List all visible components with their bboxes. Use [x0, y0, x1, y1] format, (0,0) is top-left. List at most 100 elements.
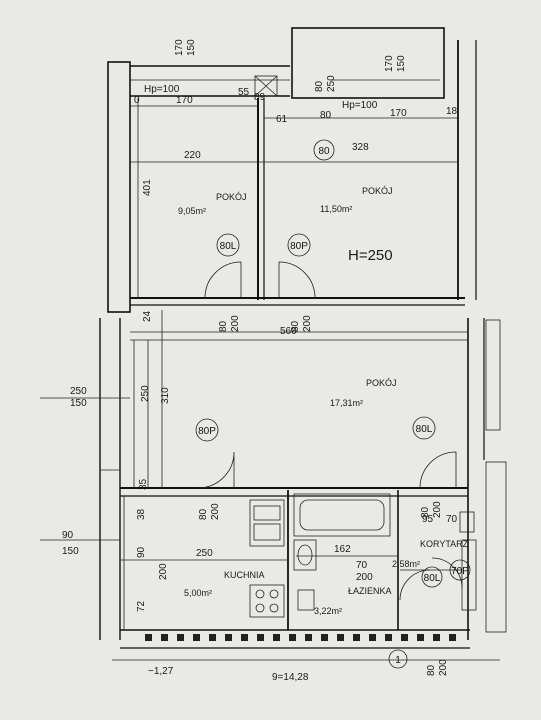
dim-top-170-a: 170 [174, 39, 185, 56]
hatch-mark [337, 634, 344, 641]
dim-200-c: 200 [210, 503, 221, 520]
room-area-pokoj-right: 11,50m² [320, 204, 352, 214]
dim-200-a: 200 [230, 315, 241, 332]
door-label-3: 80P [198, 426, 216, 437]
dim-200-e: 200 [158, 563, 169, 580]
dim-top-80: 80 [314, 80, 325, 92]
door-label-2: 80P [290, 241, 308, 252]
dim-170-a: 170 [176, 95, 193, 106]
dim-80-e: 80 [420, 506, 431, 518]
room-name-pokoj-left: POKÓJ [216, 192, 247, 202]
dim-200-d: 200 [432, 501, 443, 518]
room-area-lazienka: 3,22m² [314, 606, 342, 616]
room-name-lazienka: ŁAZIENKA [348, 586, 392, 596]
hatch-mark [257, 634, 264, 641]
dim-72: 72 [136, 600, 147, 612]
bottom-level-text: 9=14,28 [272, 672, 309, 683]
dim-80-f: 80 [426, 664, 437, 676]
hatch-mark [369, 634, 376, 641]
dim-top-150-b: 150 [396, 55, 407, 72]
room-area-korytarz: 2,58m² [392, 559, 420, 569]
room-labels: POKÓJ 9,05m² POKÓJ 11,50m² H=250 POKÓJ 1… [178, 186, 469, 616]
hatch-mark [241, 634, 248, 641]
dim-38: 38 [136, 508, 147, 520]
hatch-mark [225, 634, 232, 641]
dim-top-150-a: 150 [186, 39, 197, 56]
dim-55: 55 [238, 87, 250, 98]
room-name-pokoj-right: POKÓJ [362, 186, 393, 196]
dim-310: 310 [160, 387, 171, 404]
dim-35: 35 [138, 478, 149, 490]
door-label-4: 80L [416, 424, 433, 435]
dim-top-170-b: 170 [384, 55, 395, 72]
dim-top-250: 250 [326, 75, 337, 92]
room-name-kuchnia: KUCHNIA [224, 570, 265, 580]
hatch-mark [433, 634, 440, 641]
dim-150-b: 150 [62, 546, 79, 557]
dim-150-a: 150 [70, 398, 87, 409]
dim-220: 220 [184, 150, 201, 161]
section-marker-label: 1 [395, 655, 401, 666]
dim-95: 95 [422, 514, 434, 525]
door-label-5: 80L [424, 573, 441, 584]
hatch-mark [401, 634, 408, 641]
dim-70-b: 70 [356, 560, 368, 571]
dim-0: 0 [134, 95, 140, 106]
door-arcs [197, 261, 463, 601]
room-name-korytarz: KORYTARZ [420, 539, 469, 549]
door-marker-6 [449, 559, 471, 581]
dim-80-b: 80 [218, 320, 229, 332]
door-marker-5 [421, 566, 443, 588]
dim-90-b: 90 [136, 546, 147, 558]
hatch-mark [193, 634, 200, 641]
dim-61: 61 [276, 114, 288, 125]
fixtures [249, 75, 477, 618]
bottom-hatching [145, 634, 456, 641]
door-marker-2 [287, 233, 311, 257]
door-marker-3 [195, 418, 219, 442]
dim-250-b: 250 [140, 385, 151, 402]
section-marker [388, 649, 408, 669]
dim-70-a: 70 [446, 514, 458, 525]
door-label-7: 80 [318, 146, 330, 157]
dim-162: 162 [334, 544, 351, 555]
dimension-labels: 170 150 170 150 80 250 0 170 55 89 61 80… [62, 39, 458, 683]
dim-401: 401 [142, 179, 153, 196]
dim-80-c: 80 [290, 320, 301, 332]
dim-170-b: 170 [390, 108, 407, 119]
dim-18: 18 [446, 106, 458, 117]
dim-250-a: 250 [70, 386, 87, 397]
dim-200-f: 200 [356, 572, 373, 583]
dim-89: 89 [254, 92, 266, 103]
hatch-mark [353, 634, 360, 641]
hatch-mark [449, 634, 456, 641]
window-label-right: Hp=100 [342, 100, 378, 111]
door-marker-1 [216, 233, 240, 257]
hatch-mark [289, 634, 296, 641]
room-area-kuchnia: 5,00m² [184, 588, 212, 598]
ceiling-height-label: H=250 [348, 247, 393, 264]
hatch-mark [161, 634, 168, 641]
door-label-1: 80L [220, 241, 237, 252]
outer-walls [99, 27, 507, 661]
interior-walls [120, 98, 468, 630]
window-label-left: Hp=100 [144, 84, 180, 95]
dim-250-c: 250 [196, 548, 213, 559]
hatch-mark [177, 634, 184, 641]
hatch-mark [273, 634, 280, 641]
dimension-lines [40, 98, 468, 630]
room-area-pokoj-main: 17,31m² [330, 398, 363, 408]
hatch-mark [321, 634, 328, 641]
room-area-pokoj-left: 9,05m² [178, 206, 206, 216]
dim-24: 24 [142, 310, 153, 322]
hatch-mark [417, 634, 424, 641]
dim-80-a: 80 [320, 110, 332, 121]
dim-560: 560 [280, 326, 297, 337]
room-name-pokoj-main: POKÓJ [366, 378, 397, 388]
dim-328: 328 [352, 142, 369, 153]
hatch-mark [145, 634, 152, 641]
dim-200-b: 200 [302, 315, 313, 332]
door-label-6: 70P [451, 566, 469, 577]
door-marker-7 [313, 139, 335, 161]
